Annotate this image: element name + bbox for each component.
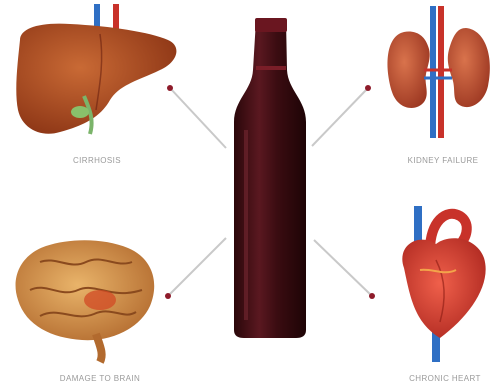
liver-icon [16,4,176,134]
caption-kidney-failure: KIDNEY FAILURE [398,156,488,165]
connector-heart [314,240,375,299]
connector-brain [165,238,226,299]
caption-brain-damage: DAMAGE TO BRAIN [40,374,160,383]
heart-icon [402,206,485,362]
caption-chronic-heart: CHRONIC HEART [400,374,490,383]
kidney-icon [388,6,490,138]
wine-bottle-icon [234,18,306,338]
brain-icon [16,240,155,362]
connector-liver [167,85,226,148]
caption-cirrhosis: CIRRHOSIS [62,156,132,165]
connector-kidney [312,85,371,146]
